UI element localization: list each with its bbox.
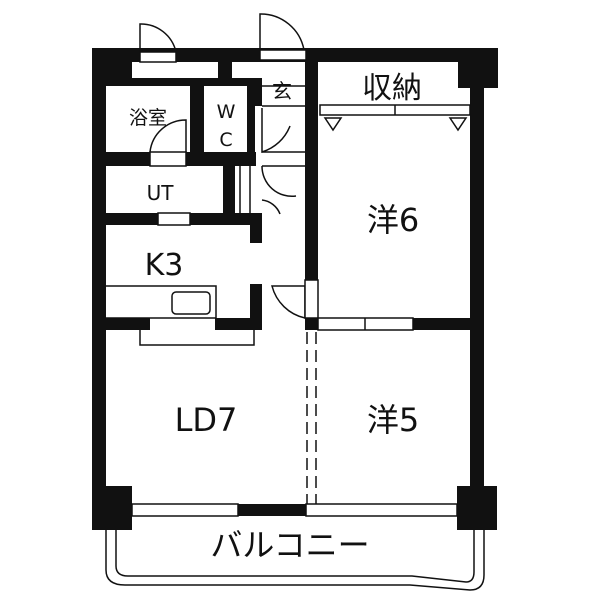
room-label-wc-c: C xyxy=(219,129,232,151)
room-label-utility: UT xyxy=(147,181,175,205)
room-label-storage: 収納 xyxy=(362,71,422,106)
room-label-living-dining: LD7 xyxy=(175,401,238,439)
room-label-wc-w: W xyxy=(217,101,236,123)
room-label-balcony: バルコニー xyxy=(210,526,369,564)
room-label-kitchen: K3 xyxy=(145,248,184,283)
walls xyxy=(92,48,498,530)
room-label-western-5: 洋5 xyxy=(367,401,419,439)
room-labels: 収納 玄 浴室 W C UT K3 洋6 LD7 洋5 バルコニー xyxy=(129,71,422,564)
room-label-entrance: 玄 xyxy=(272,79,292,103)
fixtures xyxy=(103,13,485,591)
balcony-label-bg xyxy=(195,524,385,564)
room-label-bathroom: 浴室 xyxy=(129,107,167,129)
room-label-western-6: 洋6 xyxy=(367,201,419,239)
